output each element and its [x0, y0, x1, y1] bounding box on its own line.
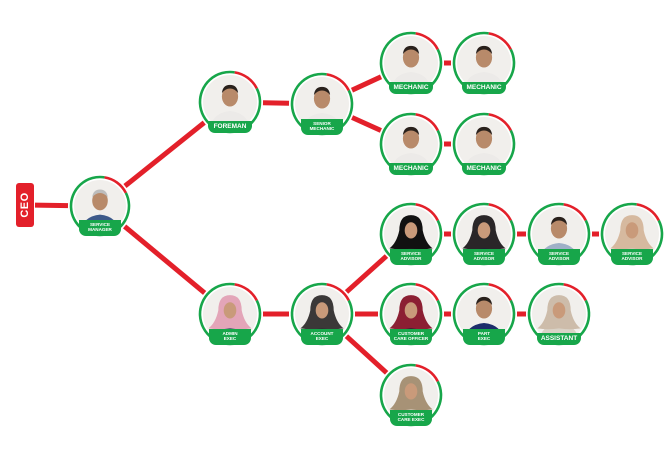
- connector-service_manager-admin_exec: [123, 224, 207, 295]
- role-label: PART EXEC: [463, 329, 505, 345]
- role-label: FOREMAN: [208, 121, 252, 133]
- node-service-advisor-1: SERVICE ADVISOR: [379, 202, 443, 266]
- node-foreman: FOREMAN: [198, 70, 262, 134]
- node-mechanic-4: MECHANIC: [452, 112, 516, 176]
- role-label: ADMIN EXEC: [209, 329, 251, 345]
- node-part-exec: PART EXEC: [452, 282, 516, 346]
- node-assistant: ASSISTANT: [527, 282, 591, 346]
- role-label: MECHANIC: [462, 82, 506, 94]
- node-mechanic-3: MECHANIC: [379, 112, 443, 176]
- role-label: SERVICE ADVISOR: [390, 249, 432, 265]
- role-label: ASSISTANT: [537, 333, 581, 345]
- connector-senior_mechanic-mechanic_3: [351, 115, 382, 133]
- role-label: CUSTOMER CARE OFFICER: [390, 329, 432, 345]
- ceo-box: CEO: [16, 183, 34, 227]
- node-mechanic-1: MECHANIC: [379, 31, 443, 95]
- node-account-exec: ACCOUNT EXEC: [290, 282, 354, 346]
- node-service-manager: SERVICE MANAGER: [69, 175, 131, 237]
- role-label: SENIOR MECHANIC: [301, 119, 343, 135]
- role-label: SERVICE ADVISOR: [611, 249, 653, 265]
- role-label: CUSTOMER CARE EXEC: [390, 410, 432, 426]
- node-service-advisor-4: SERVICE ADVISOR: [600, 202, 664, 266]
- node-customer-care-exec: CUSTOMER CARE EXEC: [379, 363, 443, 427]
- connector-account_exec-service_advisor_1: [344, 254, 389, 294]
- role-label: SERVICE ADVISOR: [463, 249, 505, 265]
- role-label: MECHANIC: [389, 82, 433, 94]
- node-service-advisor-2: SERVICE ADVISOR: [452, 202, 516, 266]
- ceo-label: CEO: [19, 192, 31, 218]
- role-label: MECHANIC: [389, 163, 433, 175]
- connector-account_exec-customer_care_exec: [344, 334, 389, 375]
- role-label: SERVICE MANAGER: [79, 220, 121, 236]
- connector-service_manager-foreman: [123, 120, 206, 188]
- connector-senior_mechanic-mechanic_1: [350, 74, 383, 93]
- connector-foreman-senior_mechanic: [262, 100, 290, 106]
- role-label: MECHANIC: [462, 163, 506, 175]
- node-mechanic-2: MECHANIC: [452, 31, 516, 95]
- node-admin-exec: ADMIN EXEC: [198, 282, 262, 346]
- node-service-advisor-3: SERVICE ADVISOR: [527, 202, 591, 266]
- role-label: SERVICE ADVISOR: [538, 249, 580, 265]
- role-label: ACCOUNT EXEC: [301, 329, 343, 345]
- node-senior-mechanic: SENIOR MECHANIC: [290, 72, 354, 136]
- node-customer-care-officer: CUSTOMER CARE OFFICER: [379, 282, 443, 346]
